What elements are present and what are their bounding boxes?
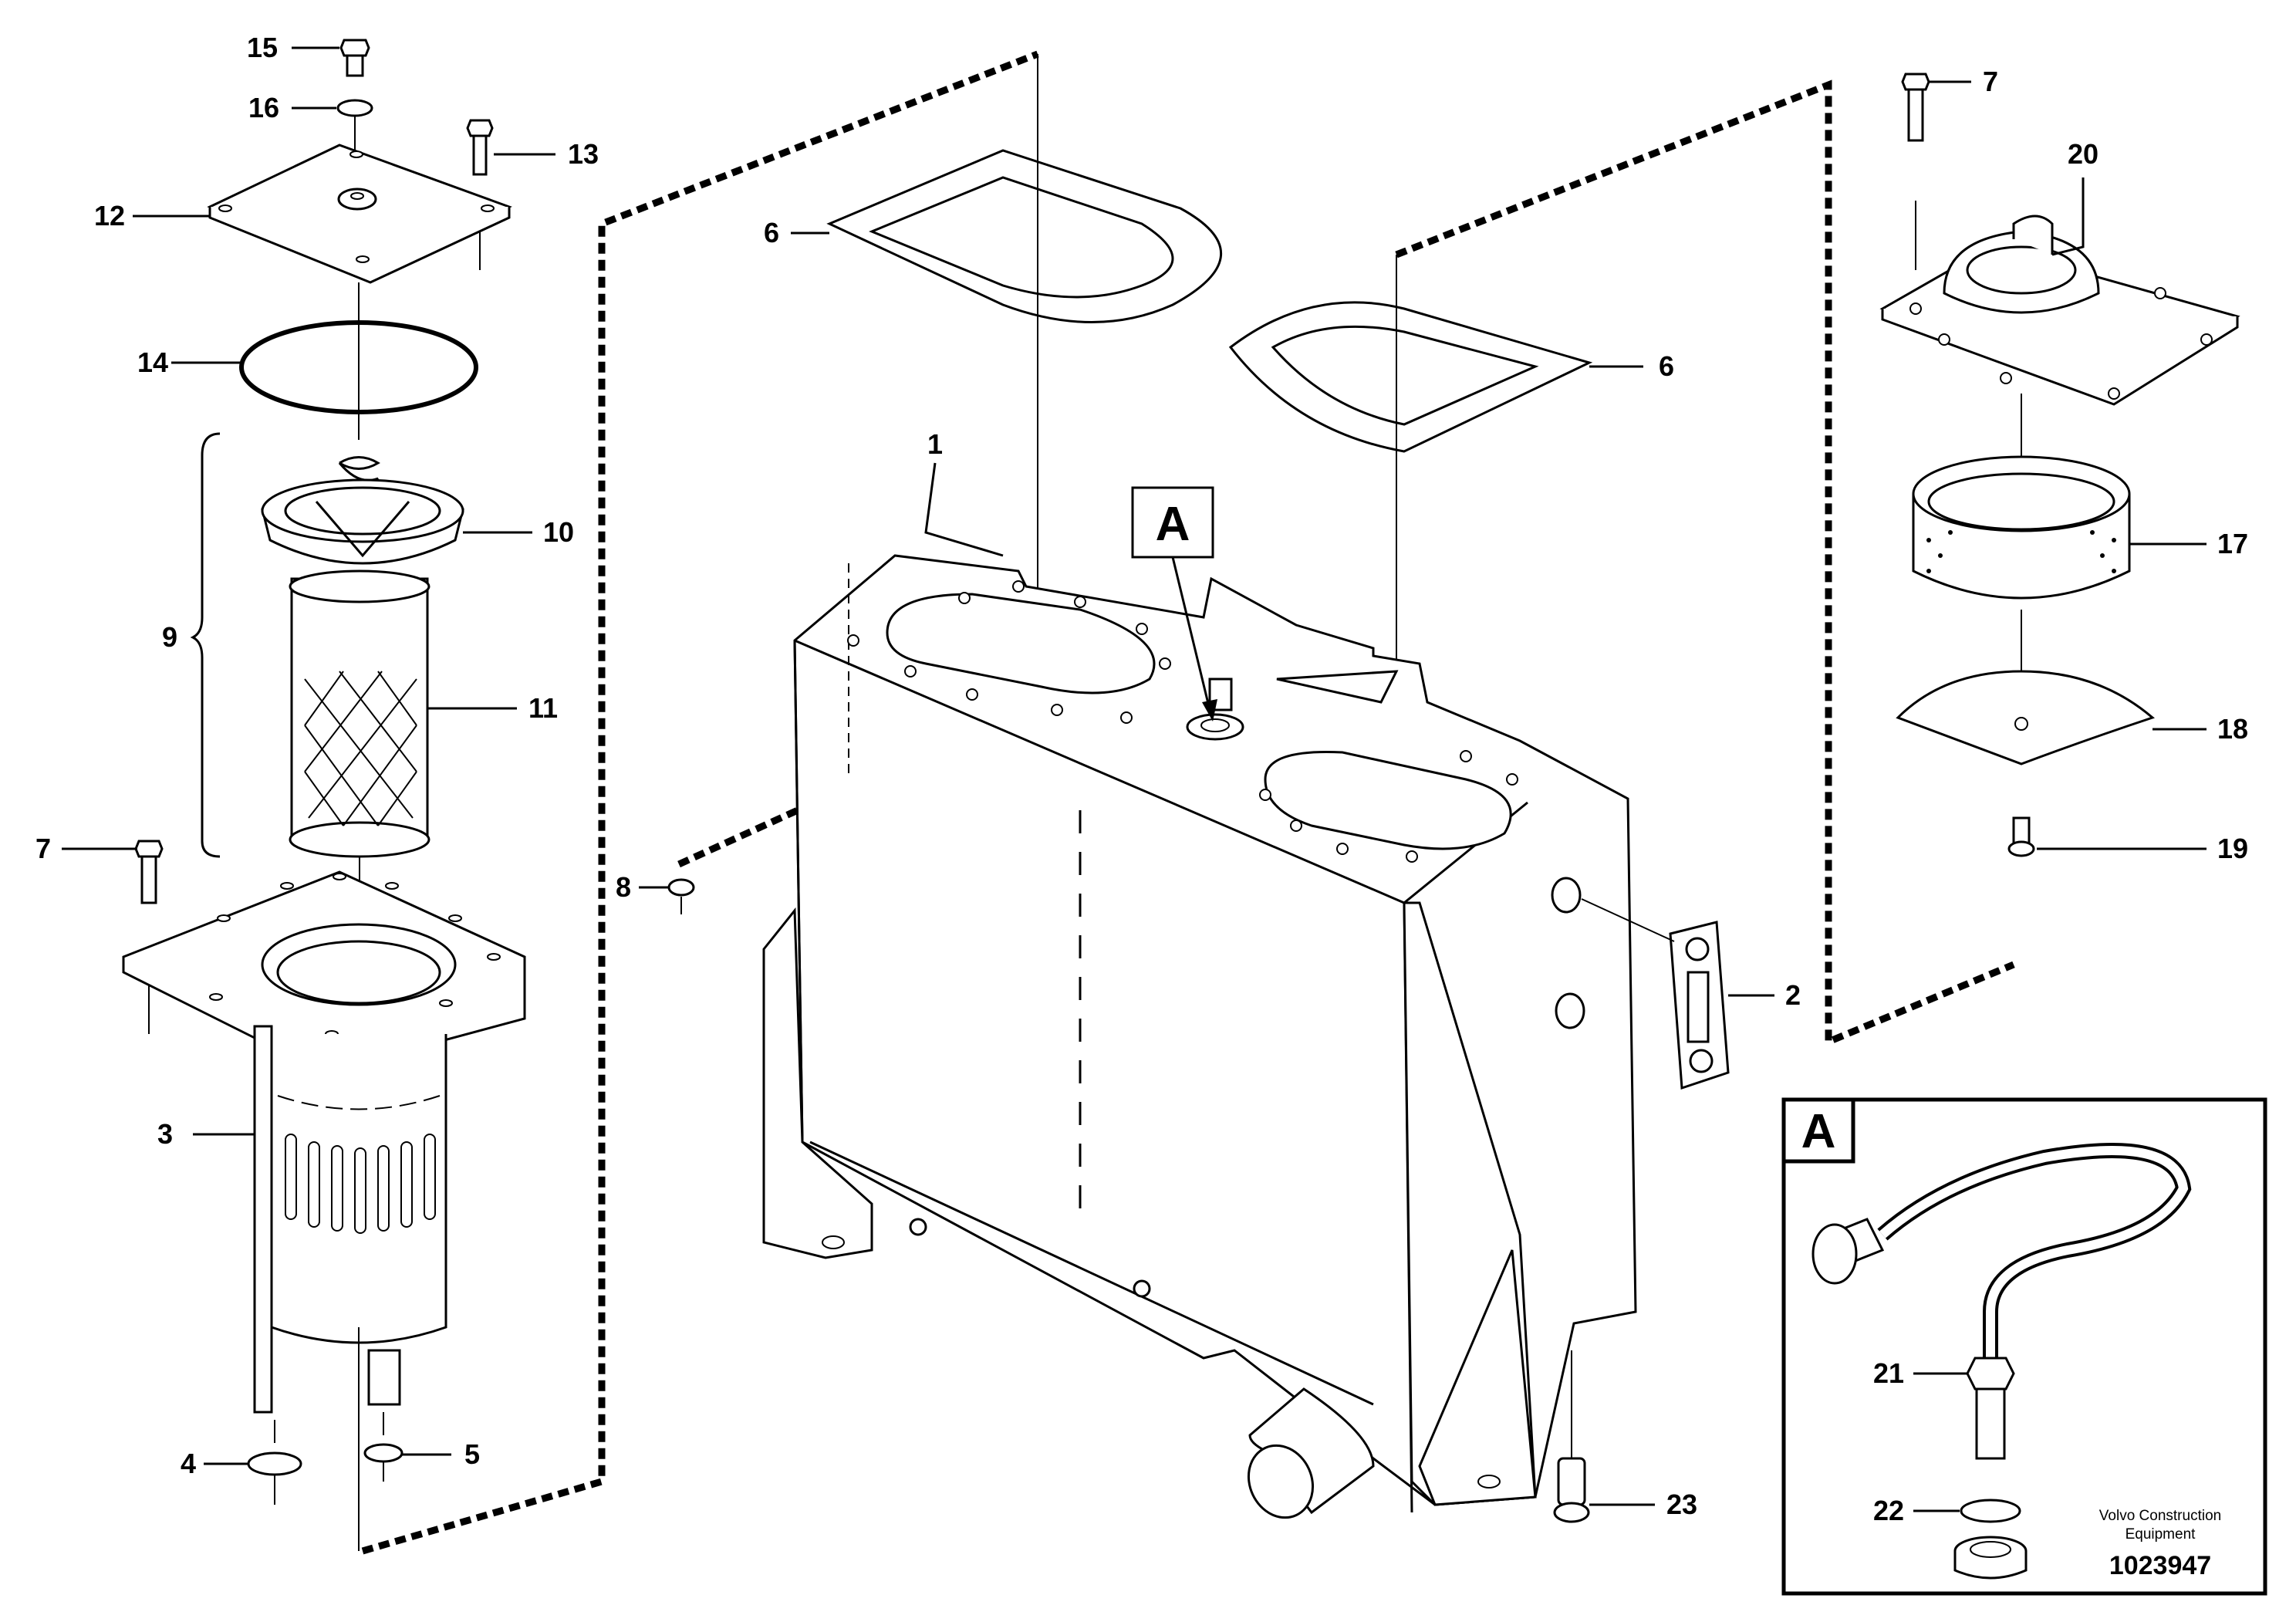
callout-numbers: 15 16 13 12 14 10 9 11 7 3 4 5 8 6 1 6 2… [35, 32, 2248, 1526]
plug-8 [667, 878, 695, 914]
level-sensor-21 [1811, 1143, 2192, 1460]
callout-17: 17 [2217, 528, 2248, 559]
callout-2: 2 [1785, 979, 1801, 1011]
sight-glass-2 [1669, 921, 1730, 1090]
filter-element-11 [289, 569, 430, 858]
outlet-pipe [1247, 1387, 1375, 1519]
callout-4: 4 [181, 1448, 196, 1479]
callout-18: 18 [2217, 713, 2248, 745]
housing-3 [122, 870, 526, 1414]
filter-assembly [122, 39, 526, 1551]
callout-5: 5 [464, 1438, 480, 1470]
callout-6-upper: 6 [764, 217, 779, 248]
bolt-7-right [1901, 73, 1930, 270]
callout-1: 1 [927, 428, 943, 460]
callout-8: 8 [616, 871, 631, 903]
deflector-18 [1896, 670, 2155, 765]
valve-10 [261, 456, 464, 565]
screw-19 [2007, 816, 2035, 857]
manufacturer-line-1: Volvo Construction [2099, 1508, 2221, 1524]
filter-ring-17 [1912, 455, 2131, 600]
detail-inset-label: A [1801, 1105, 1836, 1158]
callout-3: 3 [157, 1118, 173, 1150]
washer-16 [336, 99, 373, 117]
top-bolt-holes [847, 580, 1518, 863]
callout-14: 14 [137, 346, 168, 378]
callout-22: 22 [1873, 1495, 1904, 1526]
callout-16: 16 [248, 92, 279, 123]
callout-6-right: 6 [1659, 350, 1674, 382]
detail-inset-a: A Volvo Construction Equipment 1023947 [1781, 1097, 2267, 1596]
callout-21: 21 [1873, 1357, 1904, 1389]
callout-12: 12 [94, 200, 125, 231]
callout-9: 9 [162, 621, 177, 653]
callout-15: 15 [247, 32, 278, 63]
callout-23: 23 [1666, 1489, 1697, 1520]
callout-13: 13 [568, 138, 599, 170]
gasket-6-upper [826, 149, 1223, 323]
bolt-15 [339, 39, 370, 77]
breather-cover-20 [1879, 215, 2240, 406]
callout-11: 11 [528, 692, 558, 724]
o-ring-4 [247, 1451, 302, 1476]
callout-7-right: 7 [1983, 66, 1998, 97]
bolt-13 [466, 119, 494, 270]
sensor-23 [1553, 1457, 1590, 1523]
manufacturer-line-2: Equipment [2125, 1526, 2196, 1543]
callout-7-left: 7 [35, 833, 51, 864]
tank-assembly [667, 54, 1730, 1523]
detail-marker-a: A [1131, 486, 1217, 721]
bolt-7-left [134, 840, 164, 1034]
breather-assembly [1879, 73, 2240, 857]
cover-plate-12 [207, 144, 512, 284]
callout-19: 19 [2217, 833, 2248, 864]
bracket-9 [190, 432, 221, 858]
o-ring-22 [1960, 1499, 2021, 1523]
callout-20: 20 [2068, 138, 2098, 170]
nut-22-seat [1953, 1536, 2028, 1580]
detail-marker-label: A [1156, 498, 1190, 551]
leader-lines [62, 46, 2207, 1512]
o-ring-5 [363, 1443, 403, 1463]
gasket-6-right [1228, 301, 1593, 453]
document-number: 1023947 [2109, 1551, 2211, 1580]
callout-10: 10 [543, 516, 574, 548]
